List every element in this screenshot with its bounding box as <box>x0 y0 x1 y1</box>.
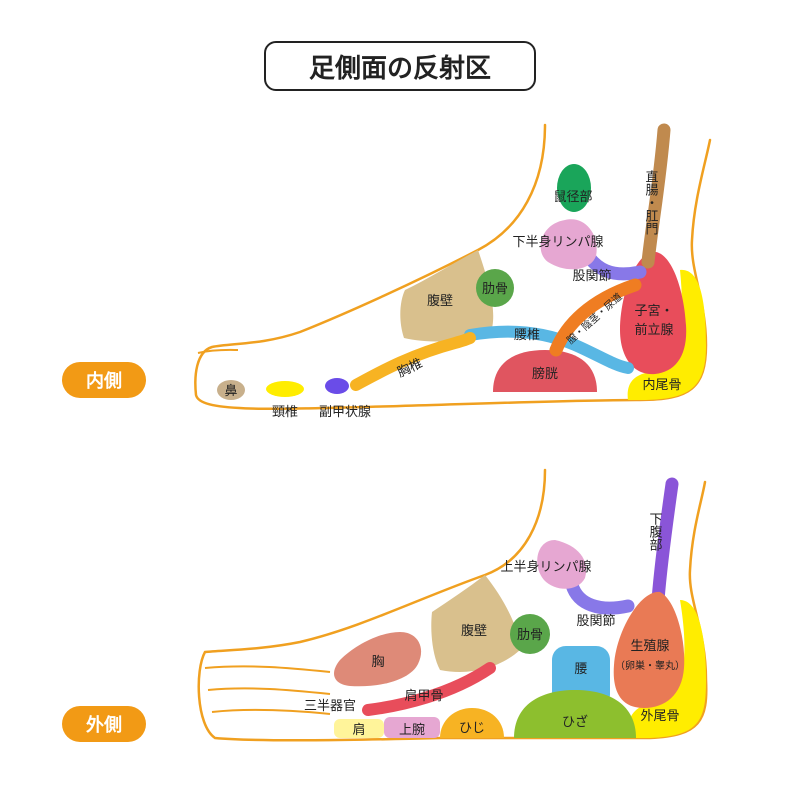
outer-label-upper-arm: 上腕 <box>399 722 425 738</box>
outer-label-rib: 肋骨 <box>517 628 543 643</box>
inner-label-uterus-1: 子宮・ <box>634 303 673 319</box>
inner-label-nose: 鼻 <box>224 383 237 399</box>
outer-foot: 下腹部 上半身リンパ腺 股関節 腹壁 肋骨 胸 生殖腺 （卵巣・睾丸） 腰 肩甲… <box>199 470 707 740</box>
inner-label-groin: 鼠径部 <box>553 190 592 205</box>
outer-label-lymph: 上半身リンパ腺 <box>500 559 591 575</box>
outer-label-semicircular: 三半器官 <box>304 698 356 714</box>
outer-hip-band <box>572 585 628 608</box>
outer-label-knee: ひざ <box>562 714 588 730</box>
inner-label-rib: 肋骨 <box>482 282 508 297</box>
inner-label-bladder: 膀胱 <box>532 366 558 382</box>
outer-label-waist: 腰 <box>574 662 587 677</box>
inner-label-lumbar: 腰椎 <box>514 328 540 343</box>
outer-label-abdomen: 腹壁 <box>461 623 487 639</box>
inner-label-uterus-2: 前立腺 <box>634 322 673 338</box>
outer-knee-zone <box>514 690 636 738</box>
inner-label-abdomen: 腹壁 <box>427 293 453 309</box>
outer-label-hip: 股関節 <box>576 614 615 629</box>
inner-cervical-zone <box>266 381 304 397</box>
outer-label-gonad: 生殖腺 <box>630 638 669 654</box>
inner-foot: 鼻 頸椎 副甲状腺 胸椎 腹壁 肋骨 腰椎 膀胱 膣・陰茎・尿道 子宮・ 前立腺… <box>195 125 710 420</box>
outer-label-shoulder: 肩 <box>352 722 365 738</box>
outer-label-coccyx: 外尾骨 <box>640 709 679 724</box>
inner-label-coccyx: 内尾骨 <box>642 377 681 393</box>
inner-parathyroid-zone <box>325 378 349 394</box>
outer-label-lower-abdomen: 下腹部 <box>647 512 663 551</box>
inner-label-rectum: 直腸・肛門 <box>643 170 659 236</box>
outer-label-chest: 胸 <box>371 655 384 670</box>
inner-label-parathyroid: 副甲状腺 <box>319 405 371 420</box>
inner-label-hip: 股関節 <box>572 269 611 284</box>
outer-label-elbow: ひじ <box>459 721 485 736</box>
inner-label-cervical: 頸椎 <box>272 405 298 420</box>
inner-label-lymph: 下半身リンパ腺 <box>512 234 603 250</box>
outer-label-scapula: 肩甲骨 <box>404 688 443 704</box>
outer-label-gonad-sub: （卵巣・睾丸） <box>615 659 685 672</box>
